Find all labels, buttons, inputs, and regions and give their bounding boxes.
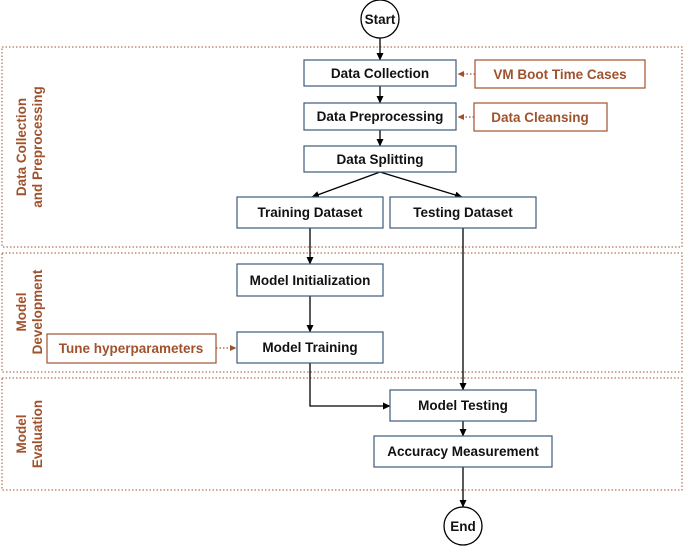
section-label-data-collection: Data Collection and Preprocessing: [14, 86, 45, 208]
section-model-evaluation-border: [1, 377, 683, 491]
svg-text:Tune hyperparameters: Tune hyperparameters: [59, 341, 204, 356]
svg-text:Start: Start: [365, 12, 396, 27]
svg-text:Data Cleansing: Data Cleansing: [491, 110, 589, 125]
svg-text:and Preprocessing: and Preprocessing: [30, 86, 45, 208]
step-accuracy-measurement: Accuracy Measurement: [373, 435, 553, 468]
input-vm-boot-time-cases: VM Boot Time Cases: [474, 59, 646, 89]
svg-text:End: End: [450, 519, 476, 534]
step-training-dataset: Training Dataset: [236, 196, 384, 229]
svg-text:Data Collection: Data Collection: [14, 98, 29, 196]
end-terminal: End: [443, 506, 483, 546]
svg-text:Development: Development: [30, 269, 45, 354]
step-model-testing: Model Testing: [389, 389, 537, 422]
step-testing-dataset: Testing Dataset: [389, 196, 537, 229]
svg-text:VM Boot Time Cases: VM Boot Time Cases: [493, 67, 626, 82]
svg-text:Model: Model: [14, 293, 29, 332]
svg-text:Data Splitting: Data Splitting: [337, 152, 424, 167]
step-model-initialization: Model Initialization: [236, 263, 384, 297]
edge-splitting-to-training: [311, 171, 381, 198]
edge-splitting-to-testing: [379, 171, 463, 199]
svg-text:Model: Model: [14, 415, 29, 454]
input-tune-hyperparameters: Tune hyperparameters: [46, 333, 217, 364]
svg-text:Data Collection: Data Collection: [331, 66, 429, 81]
svg-text:Model Initialization: Model Initialization: [250, 273, 371, 288]
step-data-splitting: Data Splitting: [303, 145, 457, 173]
svg-text:Model Training: Model Training: [262, 340, 357, 355]
section-label-model-development: Model Development: [14, 269, 45, 354]
step-data-preprocessing: Data Preprocessing: [303, 102, 457, 131]
svg-text:Data Preprocessing: Data Preprocessing: [317, 109, 444, 124]
edge-training-to-model-testing: [309, 363, 391, 410]
section-data-collection-border: [1, 46, 683, 248]
svg-text:Training Dataset: Training Dataset: [257, 205, 363, 220]
input-data-cleansing: Data Cleansing: [473, 102, 608, 132]
svg-text:Testing Dataset: Testing Dataset: [413, 205, 513, 220]
svg-text:Model Testing: Model Testing: [418, 398, 508, 413]
start-terminal: Start: [360, 0, 400, 39]
section-label-model-evaluation: Model Evaluation: [14, 400, 45, 468]
step-data-collection: Data Collection: [303, 59, 457, 87]
step-model-training: Model Training: [236, 331, 384, 364]
svg-text:Evaluation: Evaluation: [30, 400, 45, 468]
svg-text:Accuracy Measurement: Accuracy Measurement: [387, 444, 539, 459]
section-model-development-border: [1, 252, 683, 373]
